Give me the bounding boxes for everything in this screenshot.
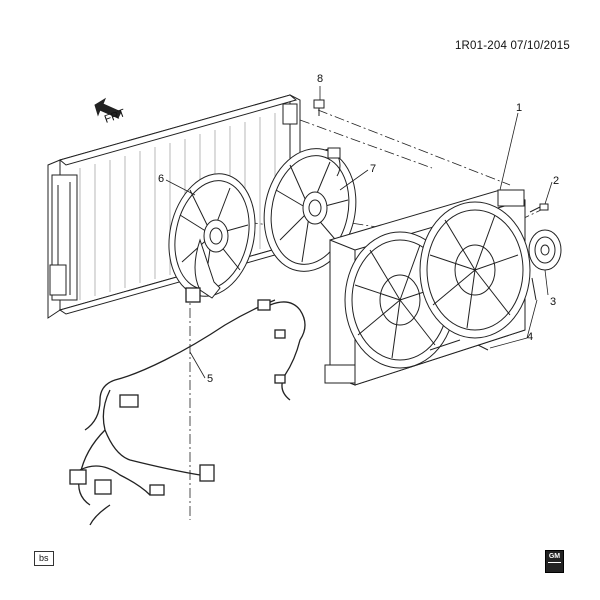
callout-4: 4	[527, 331, 533, 343]
bolt-8	[313, 99, 325, 116]
callout-6: 6	[158, 173, 164, 185]
radiator	[47, 94, 301, 319]
wiring-harness	[69, 287, 306, 526]
callout-3: 3	[550, 296, 556, 308]
front-arrow-icon	[94, 97, 122, 119]
callout-5: 5	[207, 373, 213, 385]
cap-3	[528, 229, 562, 271]
callout-8: 8	[317, 73, 323, 85]
reference-code: 1R01-204 07/10/2015	[454, 40, 570, 52]
gm-logo: GM	[545, 550, 564, 573]
corner-tag: bs	[34, 551, 54, 566]
bolts-4	[477, 277, 537, 351]
bolt-2	[529, 203, 549, 213]
fan-shroud	[324, 189, 531, 386]
callout-7: 7	[370, 163, 376, 175]
gm-logo-text: GM	[548, 552, 561, 563]
fan-6	[168, 173, 256, 299]
callout-2: 2	[553, 175, 559, 187]
callout-1: 1	[516, 102, 522, 114]
